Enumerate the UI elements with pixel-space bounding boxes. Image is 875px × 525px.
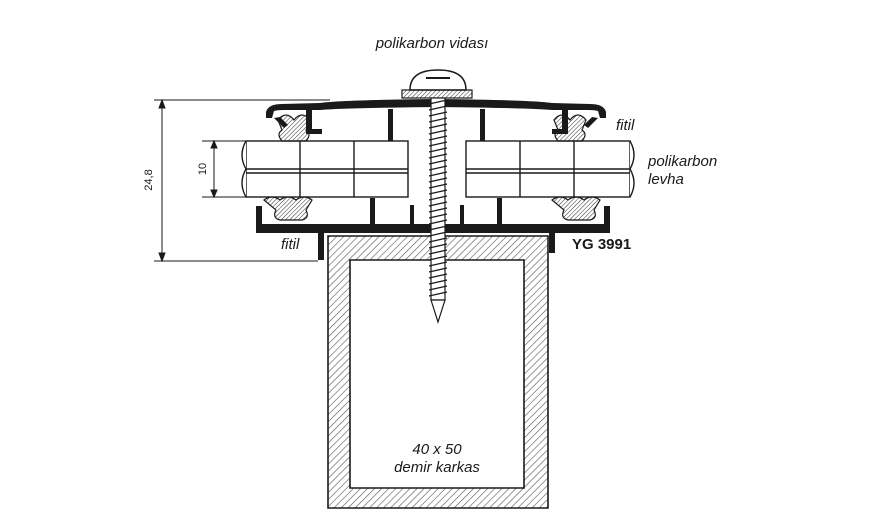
screw-thread	[428, 99, 448, 297]
bottom-profile-rib	[410, 205, 414, 225]
screw-tip	[430, 299, 446, 324]
label-sheet-line2: levha	[648, 171, 684, 188]
bottom-profile-left-lip	[256, 206, 262, 228]
dimension-total-height	[154, 98, 330, 263]
screw-washer	[401, 89, 473, 99]
dimension-total-height-value: 24,8	[143, 169, 155, 190]
bottom-profile-right-leg	[549, 233, 555, 253]
top-cap-body	[266, 99, 606, 118]
screw	[401, 69, 473, 324]
polycarbonate-sheet-left	[241, 140, 409, 198]
label-sheet-line1: polikarbon	[647, 153, 717, 170]
steel-frame-wall	[327, 235, 549, 509]
gasket-bottom-right	[551, 196, 601, 221]
top-cap-profile	[266, 99, 606, 141]
steel-frame	[327, 235, 549, 509]
polycarbonate-sheet-right	[465, 140, 635, 198]
gasket-top-right	[553, 114, 587, 142]
label-gasket-top-right: fitil	[616, 117, 635, 134]
label-frame-line2: demir karkas	[394, 459, 480, 476]
dimension-sheet-thickness	[202, 139, 246, 199]
bottom-profile-rib	[460, 205, 464, 225]
bottom-profile-rib	[497, 198, 502, 225]
top-cap-leg	[480, 109, 485, 141]
bottom-profile-rib	[370, 198, 375, 225]
top-cap-left-hook	[306, 109, 322, 134]
top-cap-tooth	[584, 117, 598, 128]
top-cap-right-hook	[552, 109, 568, 134]
dimension-sheet-thickness-value: 10	[197, 163, 209, 175]
top-cap-tooth	[274, 117, 288, 128]
bottom-profile-left-leg	[318, 233, 324, 260]
screw-head	[409, 69, 467, 91]
label-model-code: YG 3991	[572, 236, 631, 253]
label-screw: polikarbon vidası	[375, 35, 489, 52]
label-gasket-bottom-left: fitil	[281, 236, 300, 253]
bottom-profile-right-lip	[604, 206, 610, 228]
gasket-bottom-left	[263, 196, 313, 221]
top-cap-leg	[388, 109, 393, 141]
gasket-top-left	[277, 114, 311, 142]
label-frame-line1: 40 x 50	[412, 441, 462, 458]
